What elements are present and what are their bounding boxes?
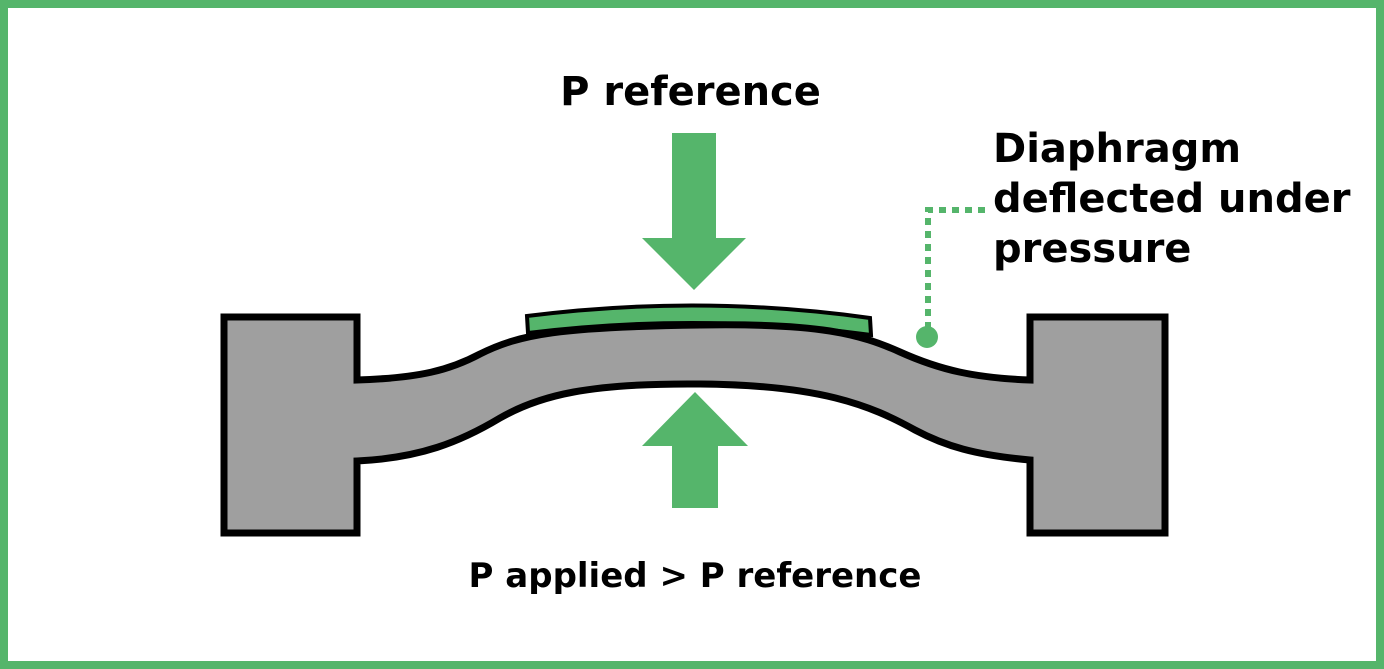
arrow-up-icon (642, 392, 748, 508)
p-applied-label: P applied > P reference (468, 556, 922, 596)
arrow-down-icon (642, 133, 746, 290)
callout-leader (925, 207, 985, 330)
callout-dot (916, 326, 938, 348)
sensor-body (220, 313, 1169, 537)
diaphragm-callout-label: Diaphragm deflected under pressure (993, 126, 1351, 272)
p-reference-text: P reference (560, 69, 821, 115)
p-reference-label: P reference (0, 72, 1384, 112)
